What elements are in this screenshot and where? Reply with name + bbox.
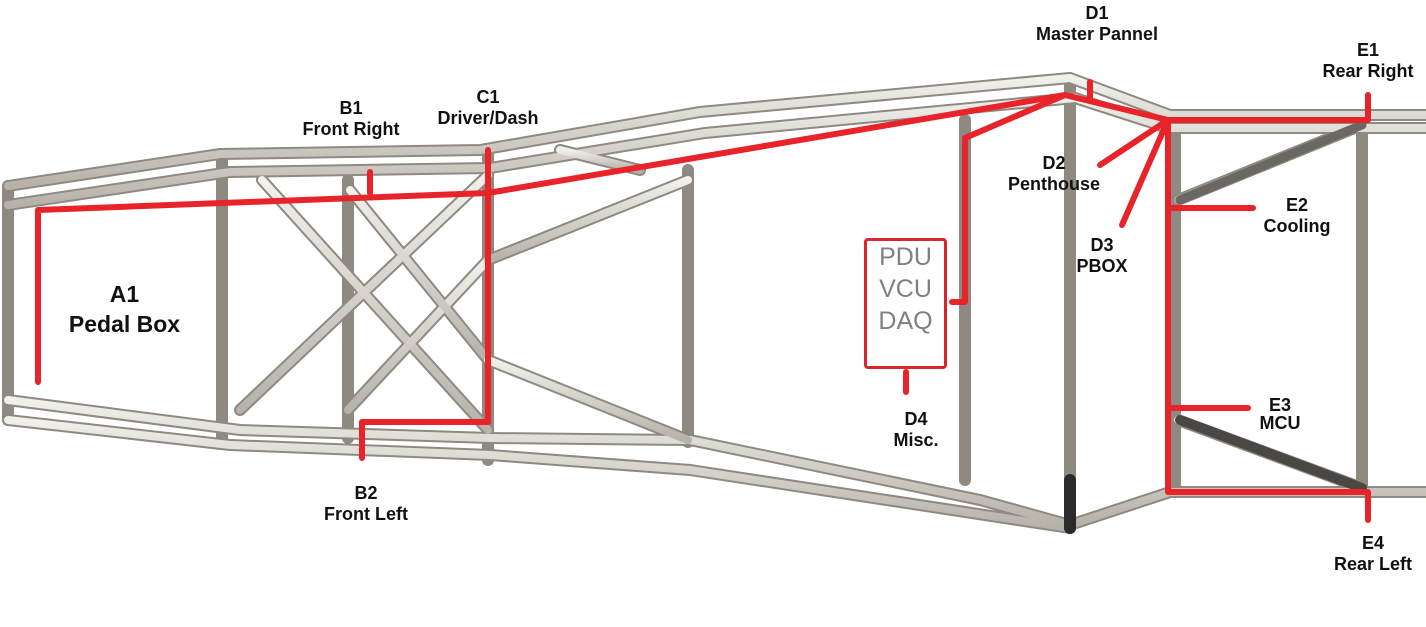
ecu-box: PDU VCU DAQ [864,238,947,369]
ecu-box-line1: PDU [867,241,944,273]
label-e1: E1 Rear Right [1310,40,1426,81]
label-c1-id: C1 [424,87,552,108]
label-d4: D4 Misc. [874,409,958,450]
chassis-frame [8,78,1426,528]
label-b1-name: Front Right [288,119,414,140]
label-d4-name: Misc. [874,430,958,451]
label-e3-id: E3 [1246,396,1314,414]
label-d1-id: D1 [1014,3,1180,24]
label-b1: B1 Front Right [288,98,414,139]
label-b2-name: Front Left [304,504,428,525]
label-a1-name: Pedal Box [52,310,197,340]
label-b2-id: B2 [304,483,428,504]
label-d1: D1 Master Pannel [1014,3,1180,44]
label-d1-name: Master Pannel [1014,24,1180,45]
label-e2-id: E2 [1252,195,1342,216]
label-e4-id: E4 [1322,533,1424,554]
label-e3: E3 MCU [1246,396,1314,432]
label-e4-name: Rear Left [1322,554,1424,575]
label-e1-name: Rear Right [1310,61,1426,82]
label-e2-name: Cooling [1252,216,1342,237]
ecu-box-line3: DAQ [867,305,944,337]
label-d2-name: Penthouse [992,174,1116,195]
label-c1-name: Driver/Dash [424,108,552,129]
label-a1-id: A1 [52,280,197,310]
label-d3-id: D3 [1060,235,1144,256]
label-d2-id: D2 [992,153,1116,174]
label-d3: D3 PBOX [1060,235,1144,276]
label-d2: D2 Penthouse [992,153,1116,194]
label-c1: C1 Driver/Dash [424,87,552,128]
label-e2: E2 Cooling [1252,195,1342,236]
label-e4: E4 Rear Left [1322,533,1424,574]
wiring-harness [38,82,1368,520]
label-d4-id: D4 [874,409,958,430]
label-a1: A1 Pedal Box [52,280,197,340]
label-b2: B2 Front Left [304,483,428,524]
label-d3-name: PBOX [1060,256,1144,277]
label-b1-id: B1 [288,98,414,119]
label-e3-name: MCU [1246,414,1314,432]
label-e1-id: E1 [1310,40,1426,61]
ecu-box-line2: VCU [867,273,944,305]
